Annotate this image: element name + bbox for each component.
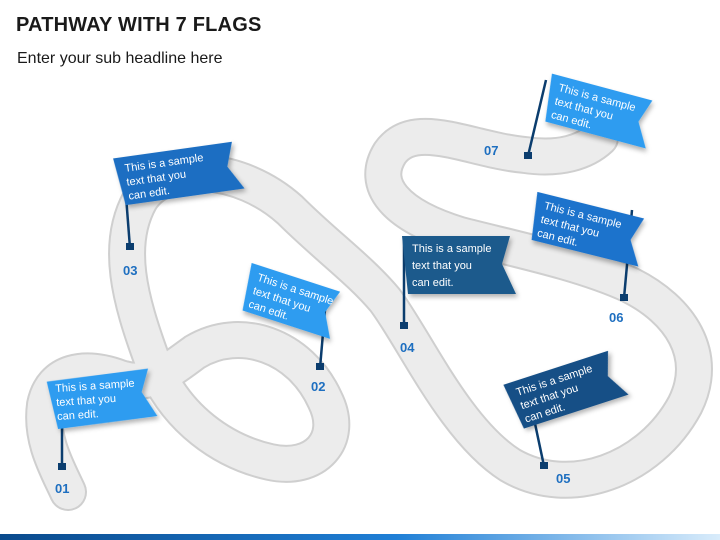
flag-05: This is a sample text that you can edit.… [503,350,629,486]
flag-04: This is a sample text that you can edit.… [400,236,516,355]
flag-04-banner [402,236,516,294]
flag-01-text-line1: This is a sample [55,378,135,396]
flag-01-text-line2: text that you [56,393,117,409]
flag-04-text-line2: text that you [412,260,472,272]
flag-07-banner [545,73,653,149]
flag-07-number: 07 [484,143,498,158]
flag-01-banner [46,368,158,430]
flag-05-banner [503,350,629,429]
flag-07-pole-base [524,152,532,159]
flag-06-banner [531,191,645,267]
flag-03-text-line3: can edit. [128,185,171,203]
flag-07: This is a sample text that you can edit.… [484,73,653,159]
flag-04-text-line1: This is a sample [412,243,491,255]
flag-01-pole-base [58,463,66,470]
road-surface [27,119,711,509]
flag-02-pole-base [316,363,324,370]
flag-03: This is a sample text that you can edit.… [113,141,245,278]
flag-02-number: 02 [311,379,325,394]
flag-01-text-line3: can edit. [57,408,99,423]
flag-05-pole-base [540,462,548,469]
flag-04-number: 04 [400,340,415,355]
flag-06-pole-base [620,294,628,301]
flag-07-pole [526,79,548,157]
bottom-accent-bar [0,534,720,540]
flag-06-number: 06 [609,310,623,325]
flag-03-number: 03 [123,263,137,278]
winding-road [25,117,713,511]
flag-03-banner [113,141,245,206]
page-title: PATHWAY WITH 7 FLAGS [16,14,262,36]
flag-02-banner [242,262,341,339]
flag-03-pole-base [126,243,134,250]
flag-02: This is a sample text that you can edit.… [242,262,341,394]
flag-01: This is a sample text that you can edit.… [46,368,158,496]
flag-04-text-line3: can edit. [412,277,454,289]
flag-05-number: 05 [556,471,570,486]
flag-01-number: 01 [55,481,69,496]
page-subtitle: Enter your sub headline here [17,50,223,67]
flag-04-pole-base [400,322,408,329]
